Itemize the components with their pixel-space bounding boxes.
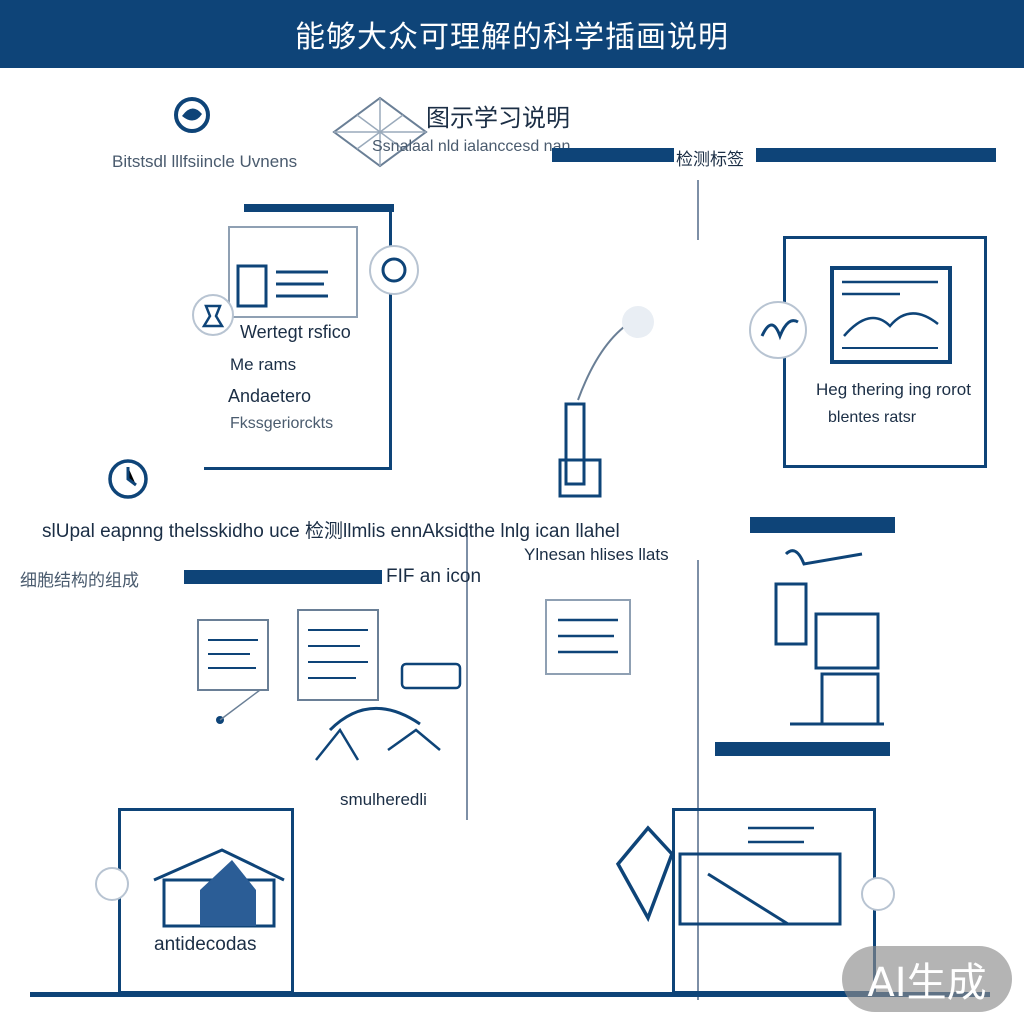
middle-label-right: FIF an icon <box>386 566 482 587</box>
left-panel-item-1: Me rams <box>230 355 297 374</box>
top-bar-label: 检测标签 <box>676 150 744 169</box>
middle-bar-right <box>750 517 895 533</box>
ai-generated-badge: AI生成 <box>842 946 1012 1012</box>
header-bar: 能够大众可理解的科学插画说明 <box>0 0 1024 68</box>
document-icon <box>236 262 332 312</box>
leaf-icon <box>172 96 212 134</box>
bottom-baseline <box>30 992 990 997</box>
left-panel-topbar <box>244 204 394 212</box>
left-panel-card <box>228 226 358 318</box>
page-title: 能够大众可理解的科学插画说明 <box>295 20 729 55</box>
test-tube-icon <box>530 300 660 500</box>
left-panel-item-0: Wertegt rsfico <box>240 322 351 342</box>
clock-icon <box>104 457 152 501</box>
microscope-icon <box>766 534 894 752</box>
top-heading: 图示学习说明 <box>426 105 570 132</box>
middle-caption-center: smulheredli <box>340 790 427 809</box>
right-panel-line2: blentes ratsr <box>828 409 917 426</box>
top-bar-right <box>756 148 996 162</box>
lab-cluster-icon <box>190 590 470 820</box>
left-panel-item-3: Fkssgeriorckts <box>230 415 334 432</box>
top-bar-left <box>552 148 674 162</box>
middle-long-line: slUpal eapnng thelsskidho uce 检测llmlis e… <box>42 521 620 542</box>
equipment-icon <box>608 814 908 944</box>
right-equipment-base <box>715 742 890 756</box>
right-panel-line1: Heg thering ing rorot <box>816 380 971 399</box>
center-divider-upper <box>697 180 699 240</box>
top-subtitle-mid: Ssnalaal nld ialanccesd nan <box>372 138 571 155</box>
report-icon <box>544 596 634 678</box>
ai-generated-label: AI生成 <box>867 960 987 1006</box>
house-icon <box>94 840 294 930</box>
middle-bar-left <box>184 570 382 584</box>
top-subtitle-left: Bitstsdl lllfsiincle Uvnens <box>112 152 298 171</box>
map-chart-icon <box>830 266 952 364</box>
center-divider-lower <box>697 560 699 1000</box>
flask-icon <box>188 292 238 338</box>
crystal-grid-icon <box>330 96 430 168</box>
bottom-left-label: antidecodas <box>154 934 257 955</box>
middle-label-left: 细胞结构的组成 <box>20 571 139 590</box>
sprout-icon <box>748 296 810 364</box>
left-panel-item-2: Andaetero <box>228 386 312 406</box>
magnifier-icon <box>366 240 424 300</box>
middle-axis <box>466 530 468 820</box>
left-panel-frame <box>204 208 392 470</box>
middle-sub-line: Ylnesan hlises llats <box>524 545 669 564</box>
